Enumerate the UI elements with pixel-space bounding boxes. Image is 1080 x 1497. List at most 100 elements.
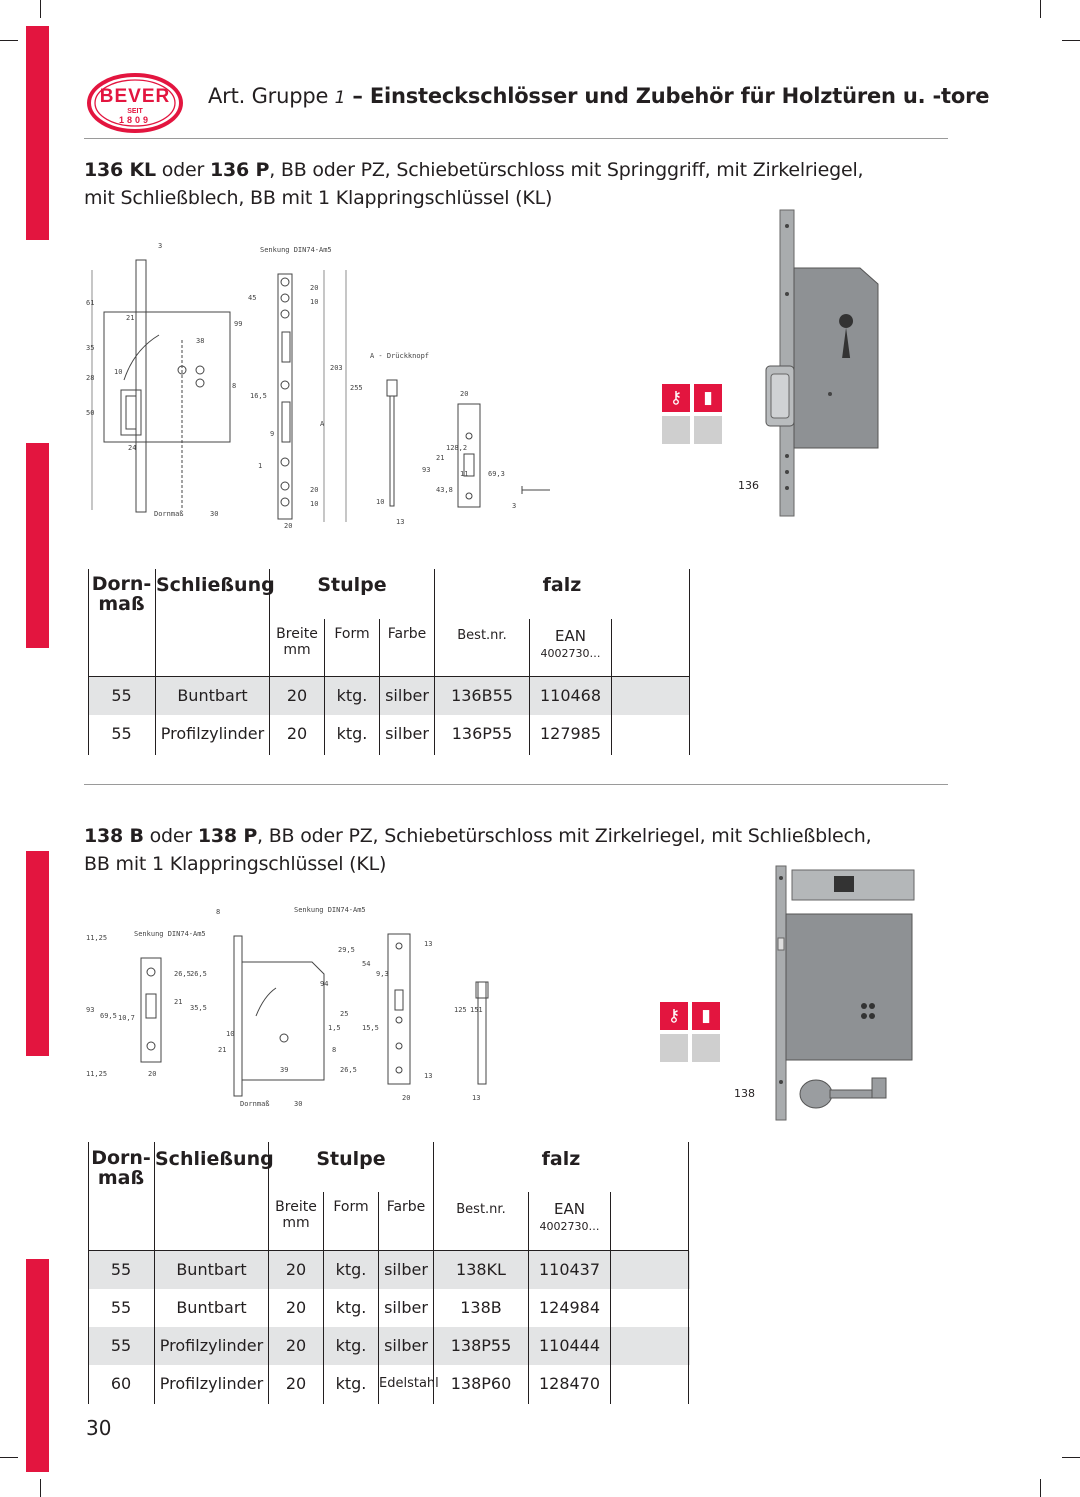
dim-label: 43,8 [436,486,453,494]
header-group: 1 [334,88,346,108]
dim-label: 3 [158,242,162,250]
cell-form: ktg. [335,1374,367,1393]
table-border [155,569,156,755]
crop-mark [1062,40,1080,41]
dim-label: A - Drückknopf [370,352,429,360]
dim-label: A [320,420,325,428]
red-side-bar [26,851,49,1056]
cell-ean: 127985 [539,724,602,743]
profile-cylinder-icon: ▮ [692,1002,720,1030]
dim-label: 16,5 [250,392,267,400]
dim-label: 151 [470,1006,483,1014]
dim-label: 10 [376,498,384,506]
dim-label: Dornmaß [240,1100,270,1108]
dim-label: 38 [196,337,204,345]
logo-seit: SEIT [127,108,143,115]
table-border [688,1142,689,1404]
dim-label: Senkung DIN74-Am5 [294,906,366,914]
cell-breite: 20 [285,1374,307,1393]
dim-label: 35,5 [190,1004,207,1012]
dim-label: 13 [424,940,432,948]
dim-label: 20 [310,284,318,292]
cell-breite: 20 [285,1298,307,1317]
square-faceplate-icon [694,416,722,444]
cell-dorn: 55 [111,724,132,743]
dim-label: 93 [422,466,430,474]
model-138b: 138 B [84,825,144,847]
dim-label: 30 [294,1100,302,1108]
dim-label: 13 [472,1094,480,1102]
cell-breite: 20 [285,1336,307,1355]
cell-farbe: silber [384,1336,428,1355]
table-border [88,1142,89,1404]
page-header: Art. Gruppe 1 – Einsteckschlösser und Zu… [208,84,990,108]
table-border [269,569,270,755]
header-dash: – [345,84,370,108]
logo-year: 1809 [119,115,151,125]
technical-drawing-136: 3 Senkung DIN74-Am5 61 21 38 45 99 20 10… [86,242,550,530]
dim-label: 21 [218,1046,226,1054]
col-header-stulpe: Stulpe [316,1148,386,1170]
cell-breite: 20 [286,686,308,705]
description-line1: , BB oder PZ, Schiebetürschloss mit Spri… [269,159,864,181]
dim-label: 13 [424,1072,432,1080]
product-heading-138: 138 B oder 138 P, BB oder PZ, Schiebetür… [84,822,872,878]
page-number: 30 [86,1416,112,1440]
dim-label: 20 [460,390,468,398]
dim-label: 15,5 [362,1024,379,1032]
table-border [379,619,380,755]
product-photo-136 [765,209,879,517]
cell-schliessung: Buntbart [177,686,248,705]
col-header-falz: falz [541,1148,581,1170]
table-row: 55 Profilzylinder 20 ktg. silber 136P55 … [88,715,690,753]
cell-form: ktg. [335,1260,367,1279]
dim-label: 26,5 [190,970,207,978]
dim-label: 24 [128,444,136,452]
table-border [88,1250,689,1251]
dim-label: 11 [460,470,468,478]
crop-mark [1062,1457,1080,1458]
dim-label: 28 [86,374,94,382]
cell-form: ktg. [335,1298,367,1317]
dim-label: 20 [284,522,292,530]
dim-label: 20 [148,1070,156,1078]
dim-label: 93 [86,1006,94,1014]
col-header-schliessung: Schließung [155,1148,274,1170]
dim-label: 125 [454,1006,467,1014]
dim-label: 26,5 [174,970,191,978]
cell-dorn: 55 [110,1336,132,1355]
dim-label: 21 [174,998,182,1006]
cell-bestnr: 138P55 [450,1336,512,1355]
dim-label: 21 [126,314,134,322]
dim-label: 10 [226,1030,234,1038]
dim-label: 26,5 [340,1066,357,1074]
cell-bestnr: 138B [460,1298,502,1317]
cell-ean: 124984 [538,1298,601,1317]
profile-cylinder-icon: ▮ [694,384,722,412]
dim-label: 45 [248,294,256,302]
model-138p: 138 P [197,825,258,847]
cell-form: ktg. [336,686,368,705]
table-border [529,619,530,755]
bever-logo: BEVER SEIT 1809 [87,73,183,133]
cell-farbe: Edelstahl [379,1376,439,1391]
table-row: 55 Profilzylinder 20 ktg. silber 138P55 … [88,1327,690,1365]
cell-bestnr: 138KL [456,1260,506,1279]
cell-schliessung: Profilzylinder [159,1374,264,1393]
table-border [378,1192,379,1404]
dim-label: 10 [310,298,318,306]
photo-label-136: 136 [738,479,759,492]
sliding-door-icon [660,1034,688,1062]
dim-label: 10 [310,500,318,508]
cell-ean: 128470 [538,1374,601,1393]
cell-schliessung: Profilzylinder [160,724,265,743]
or-text: oder [143,825,198,847]
dim-label: 35 [86,344,94,352]
section-rule [84,784,948,785]
cell-breite: 20 [285,1260,307,1279]
dim-label: 11,25 [86,1070,107,1078]
cell-breite: 20 [286,724,308,743]
